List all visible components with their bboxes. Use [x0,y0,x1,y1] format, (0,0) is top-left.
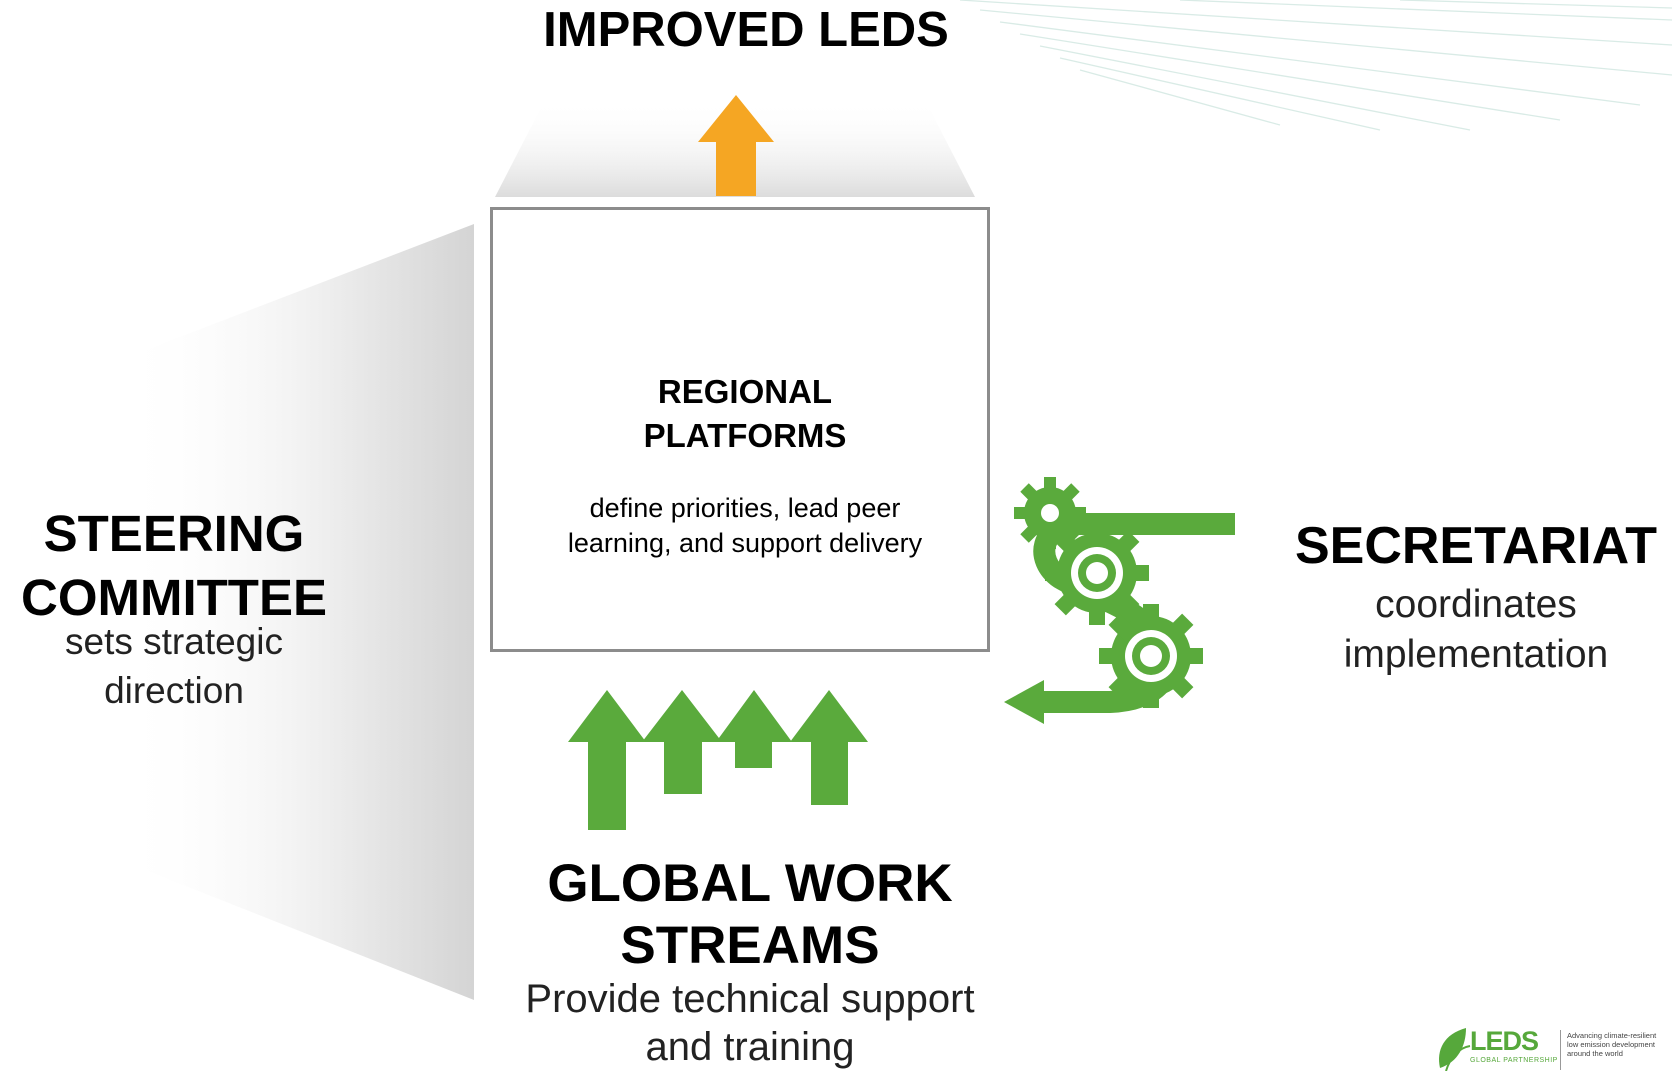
up-arrow-icon [698,95,774,196]
global-work-streams-description: Provide technical support and training [525,977,975,1069]
regional-platforms-description: define priorities, lead peer learning, a… [567,493,923,558]
leds-logo-tagline: Advancing climate-resilient low emission… [1567,1031,1657,1058]
logo-divider [1560,1030,1561,1070]
secretariat-title: SECRETARIAT [1294,517,1658,575]
regional-platforms-title: REGIONAL PLATFORMS [643,373,847,454]
up-arrow-icon [568,690,646,830]
global-work-streams-title: GLOBAL WORK STREAMS [547,854,953,975]
leds-logo-wordmark: LEDS [1470,1026,1539,1056]
leds-logo-subtitle: GLOBAL PARTNERSHIP [1470,1057,1558,1064]
up-arrow-icon [642,690,722,794]
secretariat-description: coordinates implementation [1343,583,1609,676]
secretariat-arrow-head [1004,680,1044,724]
up-arrow-icon [790,690,868,805]
leaf-icon [1439,1028,1471,1071]
decorative-lines [959,0,1672,131]
improved-leds-title: IMPROVED LEDS [543,3,949,57]
green-up-arrows [568,690,868,830]
left-wall [120,224,474,1000]
up-arrow-icon [716,690,792,768]
regional-platforms-box [490,207,990,652]
steering-committee-title: STEERING COMMITTEE [21,505,327,626]
steering-committee-description: sets strategic direction [65,621,283,711]
